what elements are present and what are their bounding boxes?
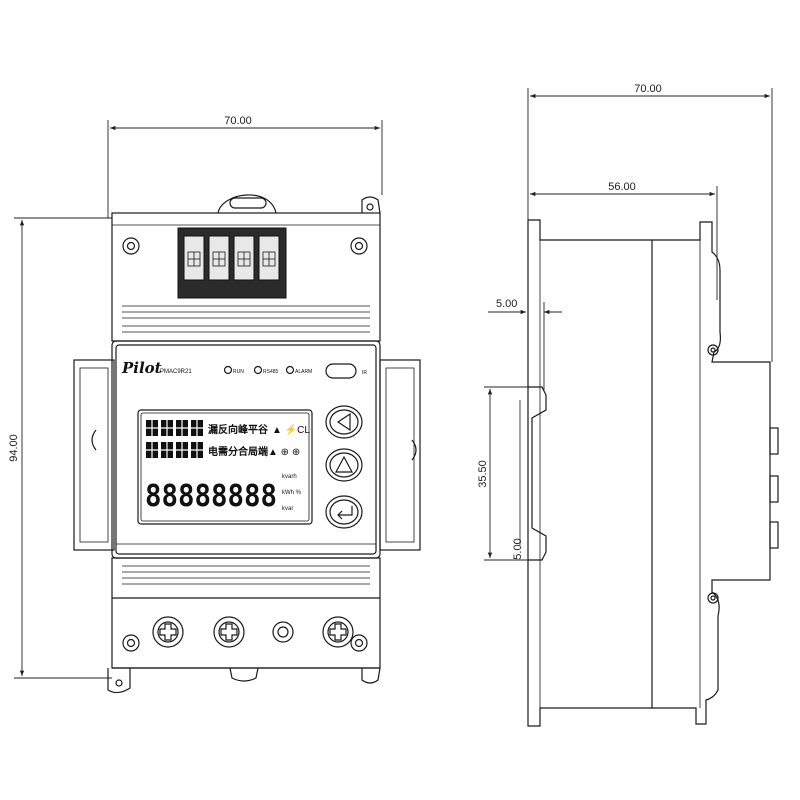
terminal-screw-4	[322, 616, 354, 648]
front-panel: Pilot PMAC9R21 RUN RS485 ALARM IR	[111, 340, 381, 559]
top-latch	[217, 194, 277, 214]
side-width-label: 70.00	[634, 83, 662, 95]
ir-port	[325, 363, 357, 379]
model-label: PMAC9R21	[160, 369, 192, 375]
side-depth-label: 56.00	[608, 181, 636, 193]
front-height-dimension: 94.00	[8, 217, 112, 679]
side-offset-label: 5.00	[496, 298, 517, 310]
side-view: 70.00 56.00 5.00 35.50 5.00	[477, 83, 779, 727]
lcd-row2-text: 电需分合局端	[208, 445, 268, 458]
terminal-screw-3	[272, 621, 294, 643]
run-label: RUN	[233, 369, 244, 375]
side-rail-label: 35.50	[477, 460, 489, 488]
brand-logo: Pilot	[121, 359, 162, 377]
ir-label: IR	[362, 370, 367, 376]
side-depth-dimension: 56.00	[530, 181, 718, 300]
rs485-label: RS485	[263, 369, 279, 375]
side-body	[519, 219, 779, 727]
side-rail-offset-label: 5.00	[512, 538, 524, 559]
lcd-row1-text: 漏反向峰平谷	[208, 423, 269, 436]
left-arrow-icon	[336, 412, 351, 432]
enter-button[interactable]	[325, 495, 363, 529]
lower-housing	[107, 557, 381, 694]
terminal-screw-2	[213, 616, 245, 648]
up-arrow-icon	[335, 455, 353, 473]
side-width-dimension: 70.00	[527, 83, 773, 362]
up-button[interactable]	[325, 448, 363, 482]
alarm-led-icon	[285, 365, 295, 375]
alarm-label: ALARM	[295, 369, 312, 375]
left-button[interactable]	[325, 405, 363, 439]
terminal-block	[177, 227, 287, 299]
side-offset-dimension: 5.00	[488, 298, 562, 390]
lcd-unit-3: kvar	[282, 506, 293, 512]
lcd-unit-2: kWh %	[282, 490, 302, 496]
side-rail-dimension: 35.50 5.00	[477, 386, 530, 561]
front-width-label: 70.00	[224, 115, 252, 127]
terminal-screw-1	[152, 616, 184, 648]
front-height-label: 94.00	[8, 434, 20, 462]
lcd-unit-1: kvarh	[282, 474, 297, 480]
front-width-dimension: 70.00	[107, 115, 383, 218]
run-led-icon	[223, 365, 233, 375]
lcd-display: 漏反向峰平谷 ▲ ⚡CL 电需分合局端 ▲ ⊕ ⊕ 88888888 kvarh…	[137, 409, 313, 525]
lcd-main-digits: 88888888	[145, 479, 277, 514]
front-view: 70.00 94.00	[8, 115, 421, 694]
lcd-row1-symbols: ▲ ⚡CL	[272, 423, 310, 436]
lcd-row2-symbols: ▲ ⊕ ⊕	[268, 447, 300, 458]
enter-icon	[337, 506, 353, 520]
rs485-led-icon	[253, 365, 263, 375]
